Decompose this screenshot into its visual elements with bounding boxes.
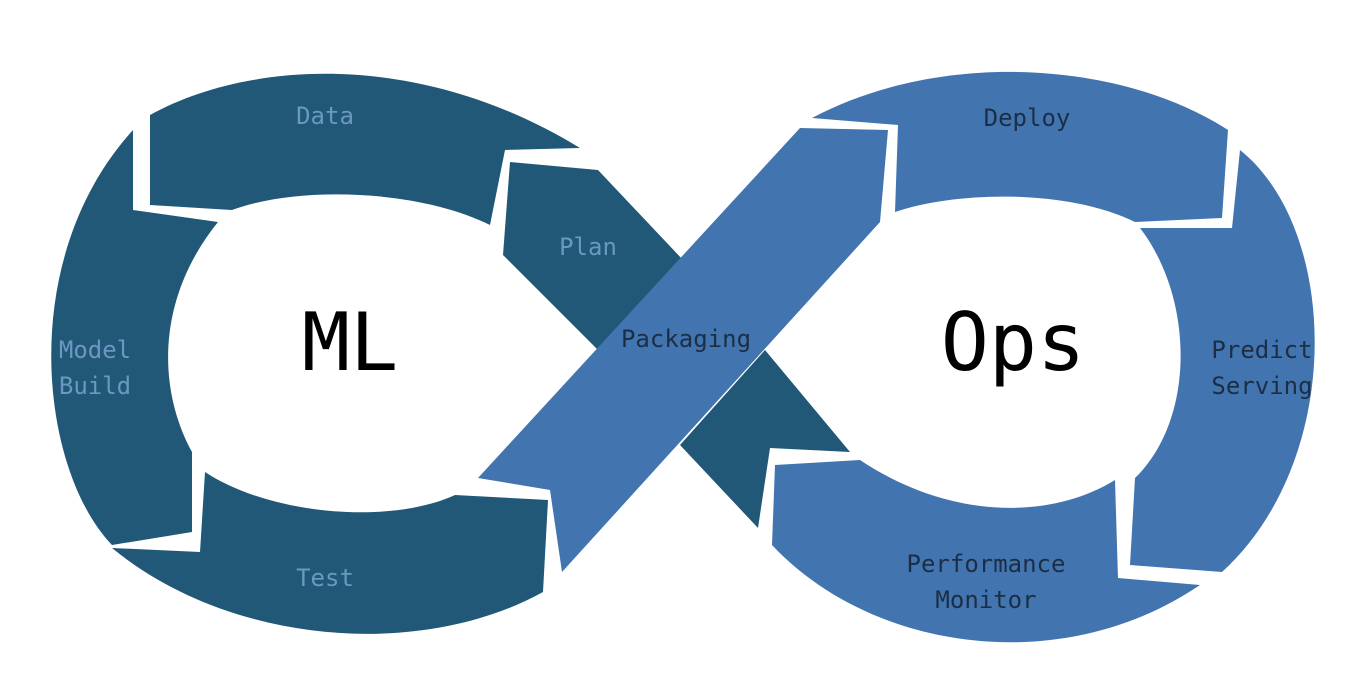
- bridge-packaging: [478, 128, 888, 572]
- ops-segment-performance-monitor: [772, 460, 1200, 643]
- stage-label-monitor: Monitor: [935, 586, 1036, 614]
- ml-segment-test: [112, 472, 548, 634]
- stage-label-serving: Serving: [1211, 372, 1312, 400]
- ops-loop: [478, 71, 1315, 643]
- stage-label-plan: Plan: [559, 233, 617, 261]
- ml-loop: [51, 73, 850, 634]
- labels: ML Ops Data Plan Model Build Test Packag…: [59, 102, 1313, 614]
- ops-segment-predict-serving: [1130, 150, 1315, 572]
- ml-segment-data: [150, 73, 580, 226]
- stage-label-test: Test: [296, 564, 354, 592]
- ml-segment-crossing-lower: [680, 350, 850, 528]
- center-ops-label: Ops: [941, 296, 1086, 389]
- stage-label-predict: Predict: [1211, 336, 1312, 364]
- stage-label-data: Data: [296, 102, 354, 130]
- stage-label-packaging: Packaging: [621, 325, 751, 353]
- stage-label-build: Build: [59, 372, 131, 400]
- stage-label-deploy: Deploy: [984, 104, 1071, 132]
- ops-segment-deploy: [812, 71, 1228, 222]
- center-ml-label: ML: [302, 296, 398, 389]
- stage-label-model: Model: [59, 336, 131, 364]
- stage-label-performance: Performance: [907, 550, 1066, 578]
- ml-segment-model-build: [51, 130, 218, 545]
